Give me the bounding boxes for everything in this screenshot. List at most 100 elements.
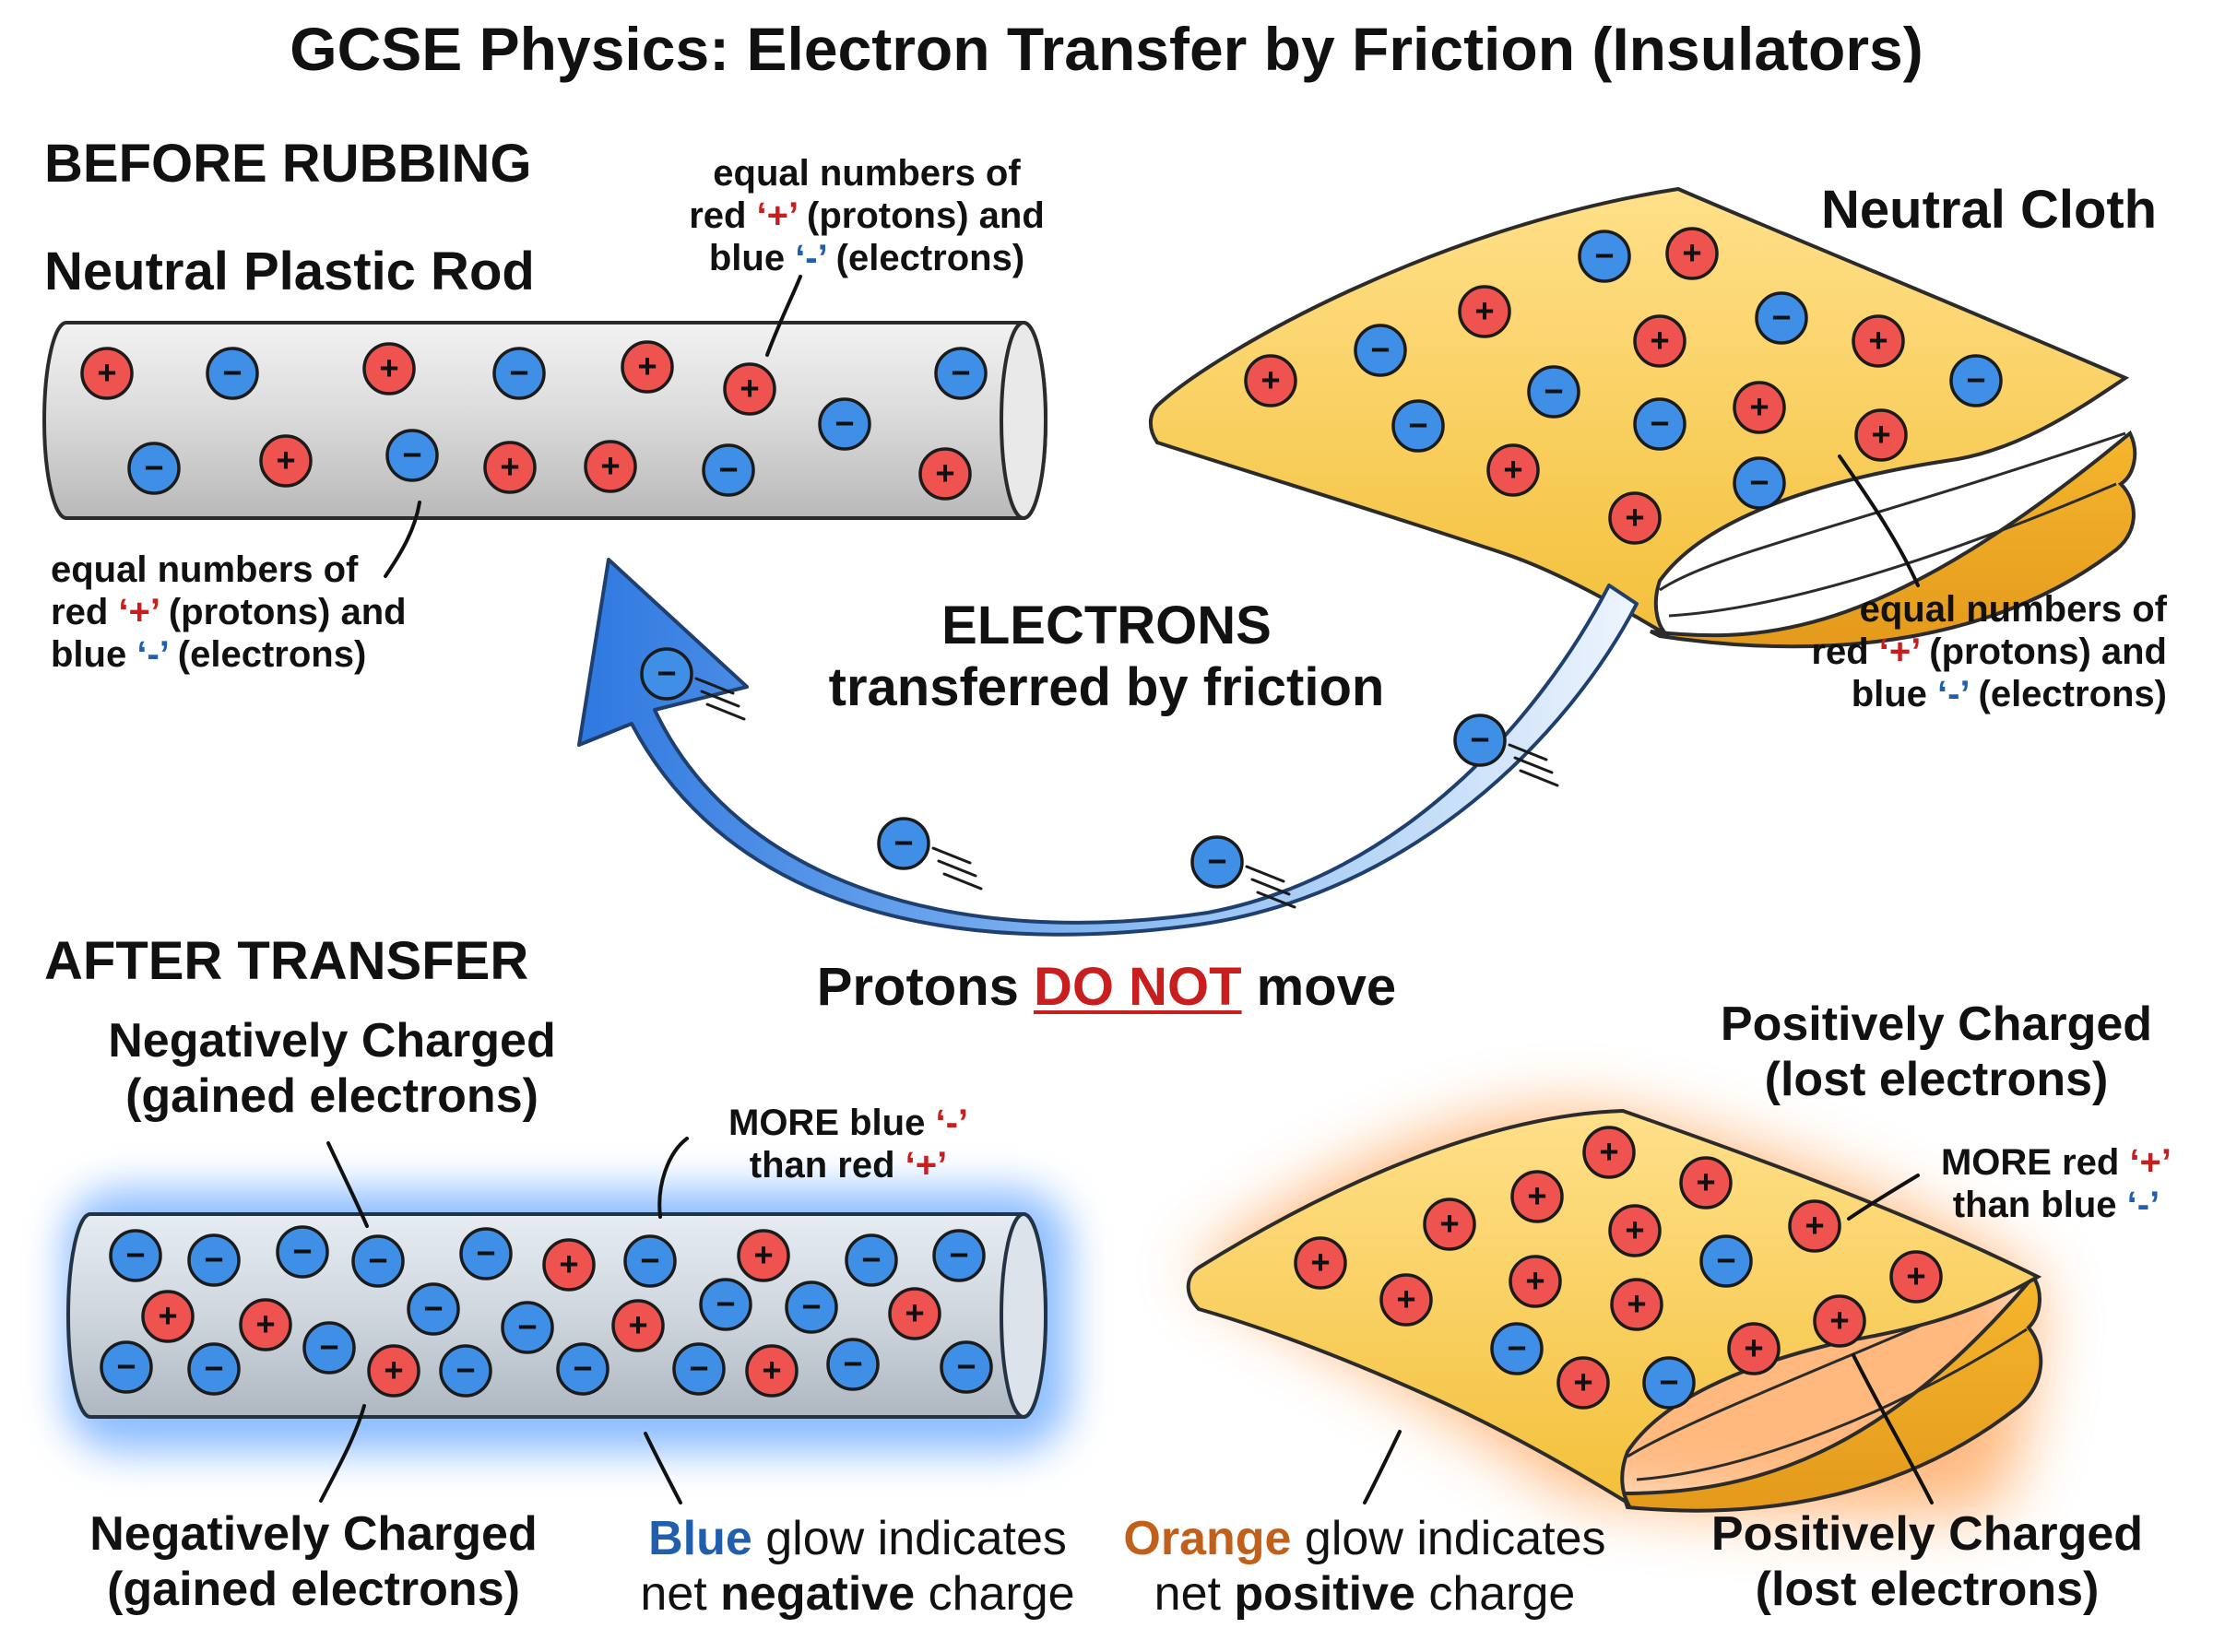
leader-cloth-note: [1838, 454, 1920, 587]
electron-particle: −: [1755, 291, 1808, 345]
plus-sign: +: [559, 1245, 578, 1282]
proton-particle: +: [1889, 1250, 1943, 1304]
proton-particle: +: [1423, 1198, 1476, 1251]
minus-sign: −: [834, 404, 854, 442]
note-more-red: MORE red ‘+’ than blue ‘-’: [1909, 1141, 2204, 1226]
leader-lines: [319, 275, 1934, 1504]
proton-particle: +: [483, 441, 537, 494]
note-line: equal numbers of: [1859, 589, 2167, 630]
proton-particle: +: [621, 340, 674, 394]
minus-sign: −: [456, 1351, 475, 1388]
minus-sign: −: [1771, 298, 1791, 336]
electron-particle: −: [1733, 456, 1786, 510]
motion-streak: [931, 846, 972, 865]
proton-particle: +: [1458, 285, 1511, 338]
plus-sign: +: [379, 348, 398, 386]
minus-sign: −: [402, 435, 421, 473]
electron-particle: −: [1527, 365, 1580, 419]
motion-streak: [1519, 769, 1559, 787]
plus-sign: +: [1625, 1210, 1644, 1248]
leader-after-rod-top-label: [326, 1141, 369, 1228]
plus-sign: +: [600, 446, 620, 484]
leader-rod-bottom-note: [384, 501, 421, 578]
proton-particle: +: [584, 440, 637, 493]
proton-particle: +: [1813, 1294, 1866, 1348]
label-line: (gained electrons): [125, 1068, 538, 1123]
minus-sign: −: [1207, 842, 1226, 879]
label-line: Negatively Charged: [108, 1014, 556, 1068]
electron-particle: −: [702, 443, 755, 497]
minus-sign: −: [657, 654, 676, 691]
electron-particle: −: [439, 1344, 492, 1398]
proton-particle: +: [1379, 1273, 1433, 1327]
electron-particle: −: [1949, 354, 2003, 407]
plus-sign: +: [1829, 1301, 1849, 1339]
motion-streak: [1245, 865, 1285, 883]
motion-streak: [1508, 743, 1548, 761]
electron-particle: −: [351, 1234, 405, 1288]
proton-particle: +: [1556, 1356, 1610, 1410]
proton-particle: +: [1608, 491, 1662, 545]
proton-particle: +: [259, 434, 313, 488]
note-line: MORE blue ‘-’: [728, 1103, 968, 1143]
note-line: blue ‘-’ (electrons): [708, 238, 1025, 278]
proton-particle: +: [1509, 1255, 1562, 1308]
proton-symbol-text: ‘+’: [2129, 1142, 2172, 1183]
plus-sign: +: [1650, 321, 1669, 359]
transfer-label-line2: transferred by friction: [828, 656, 1385, 717]
proton-particle: +: [239, 1298, 292, 1351]
caption-line: Orange glow indicates: [1123, 1512, 1606, 1565]
plus-sign: +: [500, 447, 519, 485]
proton-particle: +: [1733, 381, 1786, 434]
minus-sign: −: [509, 353, 528, 391]
electron-particle: −: [1699, 1234, 1753, 1288]
note-line: equal numbers of: [51, 549, 359, 590]
label-line: Positively Charged: [1720, 997, 2153, 1051]
heading-before-rubbing: BEFORE RUBBING: [44, 134, 532, 194]
minus-sign: −: [1370, 330, 1390, 368]
proton-particle: +: [80, 347, 134, 400]
electron-particle: −: [1490, 1322, 1544, 1375]
plus-sign: +: [762, 1351, 781, 1388]
proton-particle: +: [737, 1229, 790, 1282]
proton-particle: +: [1294, 1236, 1347, 1290]
plus-sign: +: [1749, 387, 1769, 425]
electron-particle: −: [1190, 835, 1244, 889]
proton-particle: +: [888, 1287, 941, 1340]
plus-sign: +: [1805, 1206, 1824, 1244]
minus-sign: −: [319, 1328, 338, 1365]
proton-particle: +: [1244, 354, 1297, 407]
minus-sign: −: [843, 1344, 862, 1382]
electron-particle: −: [818, 397, 871, 451]
motion-streak: [1250, 878, 1291, 896]
minus-sign: −: [1507, 1328, 1526, 1366]
electron-particle: −: [1642, 1356, 1696, 1410]
motion-streak: [1256, 891, 1296, 909]
minus-sign: −: [1470, 720, 1489, 758]
plus-sign: +: [1439, 1204, 1459, 1242]
minus-sign: −: [292, 1232, 312, 1269]
proton-particle: +: [1679, 1156, 1733, 1210]
plus-sign: +: [384, 1351, 403, 1388]
plus-sign: +: [1527, 1176, 1546, 1214]
electron-particle: −: [1391, 399, 1445, 453]
minus-sign: −: [1659, 1363, 1678, 1400]
electron-particle: −: [187, 1233, 241, 1287]
rod-before: [42, 321, 1047, 520]
label-line: Positively Charged: [1710, 1507, 2144, 1561]
proton-particle: +: [1852, 314, 1905, 368]
minus-sign: −: [640, 1241, 659, 1279]
leader-after-rod-note: [657, 1137, 689, 1219]
electron-particle: −: [1633, 397, 1686, 451]
proton-particle: +: [1486, 443, 1540, 497]
note-line: blue ‘-’ (electrons): [51, 634, 367, 675]
note-line: red ‘+’ (protons) and: [1811, 631, 2167, 672]
proton-particle: +: [1608, 1204, 1662, 1257]
page-title: GCSE Physics: Electron Transfer by Frict…: [290, 15, 1923, 83]
note-rod-equal-bottom: equal numbers of red ‘+’ (protons) and b…: [51, 549, 407, 676]
plus-sign: +: [1696, 1162, 1715, 1200]
plus-sign: +: [158, 1296, 177, 1334]
minus-sign: −: [423, 1289, 443, 1327]
proton-particle: +: [1510, 1170, 1564, 1223]
